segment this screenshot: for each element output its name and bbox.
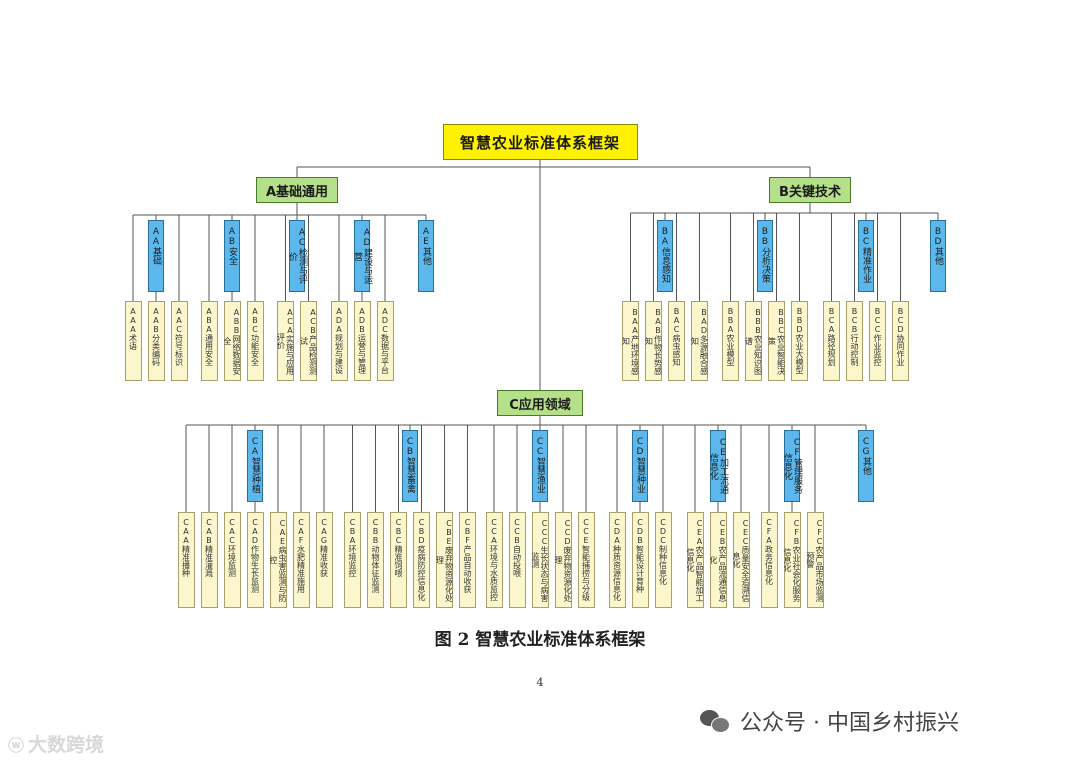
leaf-node: ABB网络数据安全 <box>223 301 241 381</box>
leaf-node: CFC农产品市场监测预警 <box>806 512 824 608</box>
leaf-node: CAE病虫害监测与防控 <box>269 512 287 608</box>
leaf-node: AAA术语 <box>124 301 142 381</box>
mid-node: BD其他 <box>930 220 946 292</box>
weibo-icon: ⓦ <box>8 736 25 755</box>
leaf-node: CEA农产品智能加工信息化 <box>686 512 704 608</box>
mid-node: BC精准作业 <box>858 220 874 292</box>
mid-node: CC智慧渔业 <box>532 430 548 502</box>
mid-node: CG其他 <box>858 430 874 502</box>
page-number: 4 <box>536 676 544 689</box>
leaf-node: BBC农业智能决策 <box>768 301 786 381</box>
leaf-node: BBD农业大模型 <box>791 301 808 381</box>
mid-node: CB智慧畜禽 <box>402 430 418 502</box>
mid-node: CA智慧种植 <box>247 430 263 502</box>
main-node-0: A基础通用 <box>256 177 338 203</box>
mid-node: BA信息感知 <box>657 220 673 292</box>
leaf-node: CCA环境与水质监控 <box>485 512 503 608</box>
leaf-node: CBA环境监控 <box>344 512 361 608</box>
figure-caption: 图 2 智慧农业标准体系框架 <box>434 630 646 650</box>
mid-node: CE加工流通信息化 <box>708 430 728 502</box>
mid-node: AA基础 <box>148 220 164 292</box>
leaf-node: BBB农业知识图谱 <box>745 301 763 381</box>
leaf-node: ABC功能安全 <box>246 301 264 381</box>
root-node: 智慧农业标准体系框架 <box>442 124 638 160</box>
leaf-node: CEC质量安全追溯信息化 <box>732 512 750 608</box>
mid-node: CD智慧种业 <box>632 430 648 502</box>
leaf-node: BCC作业监控 <box>869 301 886 381</box>
leaf-node: CAA精准播种 <box>177 512 195 608</box>
leaf-node: ABA通用安全 <box>200 301 218 381</box>
leaf-node: CBF产品自动收获 <box>459 512 476 608</box>
leaf-node: CCC生长状态与病害监测 <box>531 512 549 608</box>
leaf-node: ACA实施与应用评价 <box>277 301 295 381</box>
leaf-node: CAB精准灌溉 <box>200 512 218 608</box>
watermark-right: 公众号 · 中国乡村振兴 <box>700 703 959 739</box>
leaf-node: BAB作物长势感知 <box>645 301 663 381</box>
mid-node: AD建设与运营 <box>352 220 372 292</box>
watermark-left-text: 大数跨境 <box>28 734 105 756</box>
leaf-node: BAC病虫感知 <box>668 301 685 381</box>
leaf-node: CDC制种信息化 <box>654 512 672 608</box>
leaf-node: BAA产地环境感知 <box>622 301 640 381</box>
leaf-node: CDB智能设计育种 <box>631 512 649 608</box>
leaf-node: BCB行动控制 <box>846 301 863 381</box>
leaf-node: CBB动物体征监测 <box>367 512 384 608</box>
leaf-node: BBA农业模型 <box>722 301 739 381</box>
leaf-node: AAC符号标识 <box>170 301 188 381</box>
wechat-icon <box>700 708 730 734</box>
leaf-node: BCD协同作业 <box>892 301 909 381</box>
leaf-node: AAB分类编码 <box>147 301 165 381</box>
mid-node: AB安全 <box>224 220 240 292</box>
leaf-node: CCB自动投喂 <box>508 512 526 608</box>
leaf-node: CAF水肥精准施用 <box>292 512 310 608</box>
leaf-node: CEB农产品流通信息化 <box>709 512 727 608</box>
mid-node: BB分析决策 <box>757 220 773 292</box>
leaf-node: CFB农业社会化服务信息化 <box>783 512 801 608</box>
leaf-node: BCA路径规划 <box>823 301 840 381</box>
leaf-node: CBE废弃物资源化处理 <box>436 512 454 608</box>
leaf-node: CFA政务信息化 <box>760 512 778 608</box>
leaf-node: ADB运营与管理 <box>353 301 371 381</box>
leaf-node: CAC环境监测 <box>223 512 241 608</box>
main-node-2: C应用领域 <box>497 390 583 416</box>
mid-node: AE其他 <box>418 220 434 292</box>
leaf-node: CCD废弃物资源化处理 <box>554 512 572 608</box>
leaf-node: CBC精准饲喂 <box>390 512 407 608</box>
watermark-right-text: 公众号 · 中国乡村振兴 <box>740 711 959 736</box>
leaf-node: CCE智能捕捞与分级 <box>577 512 595 608</box>
leaf-node: CBD疫病防控信息化 <box>413 512 430 608</box>
mid-node: AC检测与评价 <box>287 220 307 292</box>
leaf-node: ADC数据与平台 <box>376 301 394 381</box>
leaf-node: ACB产品检测测试 <box>300 301 318 381</box>
leaf-node: CDA种质资源信息化 <box>608 512 626 608</box>
leaf-node: CAD作物生长监测 <box>246 512 264 608</box>
main-node-1: B关键技术 <box>769 177 851 203</box>
mid-node: CF管理服务信息化 <box>782 430 802 502</box>
leaf-node: CAG精准收获 <box>315 512 333 608</box>
leaf-node: BAD多源融合感知 <box>691 301 709 381</box>
leaf-node: ADA规划与建设 <box>330 301 348 381</box>
